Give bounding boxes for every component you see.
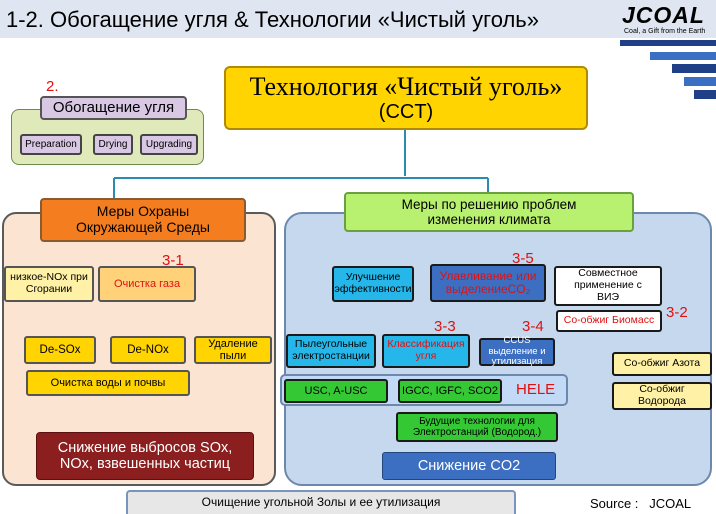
logo-tagline: Coal, a Gift from the Earth [624,28,706,35]
climate-title-box: Меры по решению проблем изменения климат… [344,192,634,232]
env-reduction-box: Снижение выбросов SOx, NOx, взвешенных ч… [36,432,254,480]
ammonia-box: Со-обжиг Азота [612,352,712,376]
co2-reduction-box: Снижение CO2 [382,452,556,480]
hydrogen-box: Со-обжиг Водорода [612,382,712,410]
header-stripes [600,38,716,99]
capture-box: Улавливание или выделениеCO₂ [430,264,546,302]
capture-number: 3-5 [512,250,534,267]
denox-box: De-NOx [110,336,186,364]
env-title-box: Меры Охраны Окружающей Среды [40,198,246,242]
enrichment-number: 2. [46,78,59,95]
cct-title: Технология «Чистый уголь» [249,72,563,102]
ccus-number: 3-4 [522,318,544,335]
logo: JCOAL [622,2,705,28]
enrichment-item-upgrading: Upgrading [140,134,198,155]
renewables-box: Совместное применение с ВИЭ [554,266,662,306]
usc-box: USC, A-USC [284,379,388,403]
water-soil-box: Очистка воды и почвы [26,370,190,396]
biomass-box: Со-обжиг Биомасс [556,310,662,332]
cct-title-box: Технология «Чистый уголь» (CCT) [224,66,588,130]
ccus-box: CCUS выделение и утилизация [479,335,555,367]
source-label: Source : JCOAL [590,496,692,511]
gas-cleaning-number: 3-1 [162,252,184,269]
gasification-number: 3-3 [434,318,456,335]
enrichment-item-drying: Drying [93,134,133,155]
igcc-box: IGCC, IGFC, SCO2 [398,379,502,403]
dust-box: Удаление пыли [194,336,272,364]
header-bar [0,0,716,38]
enrichment-item-preparation: Preparation [20,134,82,155]
efficiency-box: Улучшение эффективности [332,266,414,302]
enrichment-title-box: Обогащение угля [40,96,187,120]
future-box: Будущие технологии для Электростанций (В… [396,412,558,442]
desox-box: De-SOx [24,336,96,364]
pulverized-box: Пылеугольные электростанции [286,334,376,368]
biomass-number: 3-2 [666,304,688,321]
gas-cleaning-box: Очистка газа [98,266,196,302]
ash-box: Очищение угольной Золы и ее утилизация [126,490,516,514]
hele-label: HELE [516,381,556,398]
gasification-box: Классификация угля [382,334,470,368]
page-title: 1-2. Обогащение угля & Технологии «Чисты… [6,7,540,32]
low-nox-box: низкое-NOx при Сгорании [4,266,94,302]
cct-abbr: (CCT) [378,101,434,124]
